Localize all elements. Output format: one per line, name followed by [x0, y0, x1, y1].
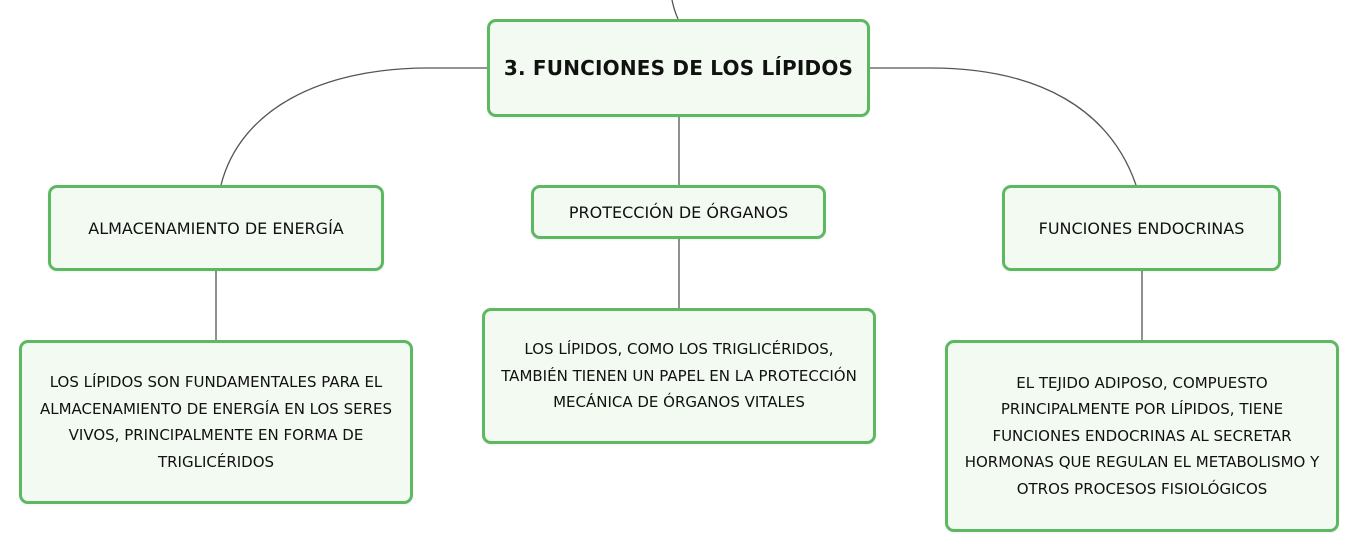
root-node-label: 3. FUNCIONES DE LOS LÍPIDOS	[503, 56, 854, 80]
branch-node-endocrine-functions[interactable]: FUNCIONES ENDOCRINAS	[1002, 185, 1281, 271]
root-node[interactable]: 3. FUNCIONES DE LOS LÍPIDOS	[487, 19, 870, 117]
connector-root-to-energy	[220, 67, 487, 186]
detail-node-organ-protection[interactable]: LOS LÍPIDOS, COMO LOS TRIGLICÉRIDOS, TAM…	[482, 308, 876, 444]
branch-node-label: PROTECCIÓN DE ÓRGANOS	[568, 202, 789, 222]
detail-node-text: EL TEJIDO ADIPOSO, COMPUESTO PRINCIPALME…	[964, 373, 1320, 498]
detail-node-endocrine-functions[interactable]: EL TEJIDO ADIPOSO, COMPUESTO PRINCIPALME…	[945, 340, 1339, 532]
branch-node-energy-storage[interactable]: ALMACENAMIENTO DE ENERGÍA	[48, 185, 384, 271]
connector-root-to-endocrine	[870, 67, 1137, 186]
branch-node-label: ALMACENAMIENTO DE ENERGÍA	[88, 218, 344, 238]
branch-node-organ-protection[interactable]: PROTECCIÓN DE ÓRGANOS	[531, 185, 826, 239]
connector-parent-to-root	[671, 0, 679, 20]
branch-node-label: FUNCIONES ENDOCRINAS	[1038, 218, 1245, 238]
detail-node-text: LOS LÍPIDOS, COMO LOS TRIGLICÉRIDOS, TAM…	[501, 340, 857, 412]
detail-node-energy-storage[interactable]: LOS LÍPIDOS SON FUNDAMENTALES PARA EL AL…	[19, 340, 413, 504]
detail-node-text: LOS LÍPIDOS SON FUNDAMENTALES PARA EL AL…	[39, 373, 393, 471]
